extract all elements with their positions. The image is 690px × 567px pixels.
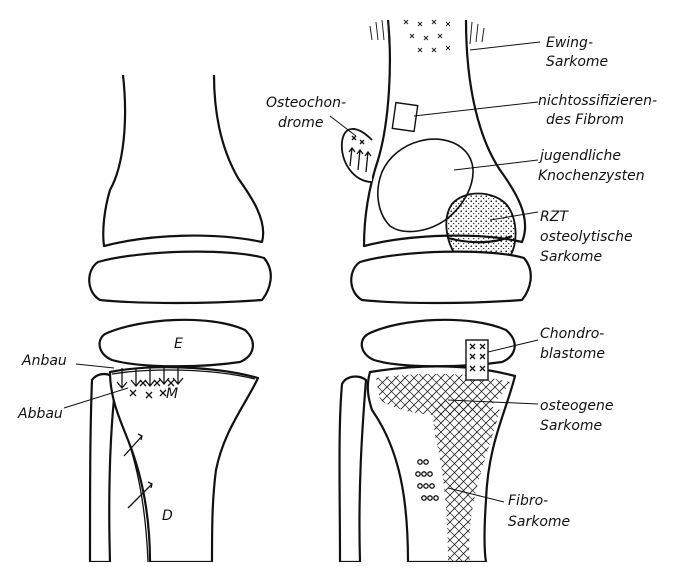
left-epiphysis <box>98 318 254 368</box>
label-nof: nichtossifizieren- <box>538 93 657 109</box>
fibro-circles <box>415 459 439 501</box>
label-chondroblastome: Chondro- <box>540 326 604 342</box>
osteochondroma-arrows <box>348 135 372 173</box>
metaphysis-markings <box>116 368 184 399</box>
label-fibro: Fibro- <box>508 493 548 509</box>
label-osteochondrome-2: drome <box>278 115 323 131</box>
label-ewing: Ewing- <box>546 35 593 51</box>
left-tibia <box>108 366 260 564</box>
label-rzt: RZT <box>540 209 569 225</box>
chondroblastoma-box <box>465 339 489 381</box>
label-fibro-2: Sarkome <box>508 514 570 530</box>
label-ewing-2: Sarkome <box>546 54 608 70</box>
osteochondroma <box>341 128 373 183</box>
label-nof-2: des Fibrom <box>546 112 624 128</box>
label-abbau: Abbau <box>17 406 63 422</box>
label-osteogene-2: Sarkome <box>540 418 602 434</box>
label-cyst-2: Knochenzysten <box>538 168 645 184</box>
right-epiphysis <box>360 318 516 368</box>
left-fibula <box>88 372 118 564</box>
label-anbau: Anbau <box>21 353 67 369</box>
diameter-arrows <box>123 433 153 509</box>
label-osteochondrome: Osteochon- <box>266 95 346 111</box>
left-knee <box>63 74 272 564</box>
left-patella <box>88 250 272 305</box>
left-femur <box>102 74 265 248</box>
label-e: E <box>174 336 183 352</box>
nof-rectangle <box>391 101 419 133</box>
label-cyst: jugendliche <box>538 148 621 164</box>
right-knee <box>329 19 541 564</box>
label-rzt-2: osteolytische <box>540 229 633 245</box>
label-m: M <box>166 386 178 402</box>
osteogenic-hatching <box>376 373 510 562</box>
right-fibula <box>338 375 368 564</box>
label-rzt-3: Sarkome <box>540 249 602 265</box>
label-chondroblastome-2: blastome <box>540 346 605 362</box>
label-d: D <box>162 508 173 524</box>
label-osteogene: osteogene <box>540 398 614 414</box>
ewing-hatching <box>369 19 485 53</box>
right-patella <box>350 250 532 305</box>
labels: Ewing- Sarkome nichtossifizieren- des Fi… <box>17 35 657 530</box>
